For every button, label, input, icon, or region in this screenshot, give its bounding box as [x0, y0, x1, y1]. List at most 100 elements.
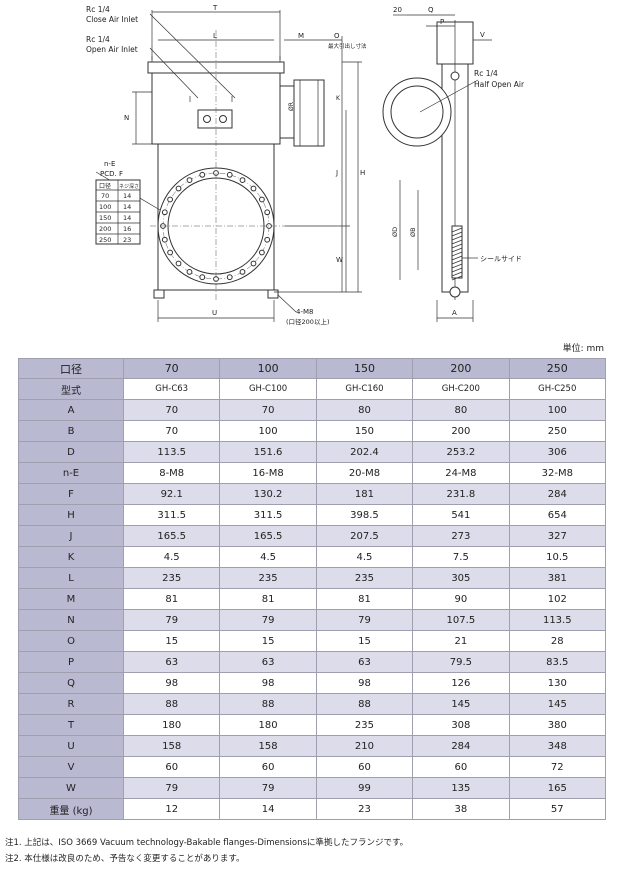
dim-H: H	[360, 169, 365, 177]
note-2: 注2. 本仕様は改良のため、予告なく変更することがあります。	[5, 854, 245, 864]
dim-V: V	[480, 31, 485, 39]
table-cell: 253.2	[412, 441, 510, 463]
inset-cell: 14	[123, 192, 131, 200]
header-bore-size: 250	[508, 358, 607, 379]
unit-label: 単位: mm	[562, 344, 604, 354]
inset-cell: 150	[99, 214, 111, 222]
half-open-air-label: Half Open Air	[474, 80, 525, 89]
dim-Q: Q	[428, 6, 434, 14]
close-air-port: Rc 1/4	[86, 5, 110, 14]
table-cell: 60	[315, 756, 414, 778]
table-cell: 308	[412, 714, 510, 736]
inset-header-depth: ネジ深さ	[119, 183, 139, 190]
table-cell: 151.6	[219, 441, 317, 463]
inset-cell: 14	[123, 214, 131, 222]
technical-drawing: T L M O 最大引出し寸法 N H J W K ØR U Rc 1/4 Cl…	[86, 4, 525, 326]
table-cell: 100	[508, 399, 607, 421]
table-cell: 398.5	[315, 504, 414, 526]
table-cell: 181	[315, 483, 414, 505]
base-foot-left	[153, 289, 165, 299]
header-bore-size: 70	[122, 358, 221, 379]
table-cell: GH-C100	[219, 378, 317, 400]
table-cell: 273	[412, 525, 510, 547]
table-cell: 79	[219, 777, 317, 799]
row-key: U	[18, 735, 124, 757]
note-1: 注1. 上記は、ISO 3669 Vacuum technology-Bakab…	[5, 838, 409, 848]
row-key: J	[18, 525, 124, 547]
header-bore-size: 200	[412, 358, 510, 379]
table-cell: 63	[315, 651, 414, 673]
table-cell: 235	[122, 567, 221, 589]
table-cell: 79	[219, 609, 317, 631]
bolt-note-label: (口径200以上)	[286, 317, 329, 326]
hatch-line	[451, 259, 463, 265]
dim-R: ØR	[288, 102, 295, 111]
table-cell: 150	[315, 420, 414, 442]
table-cell: 88	[315, 693, 414, 715]
fitting-2	[219, 115, 227, 123]
half-open-port: Rc 1/4	[474, 69, 498, 78]
hatch-line	[451, 235, 463, 241]
table-cell: 20-M8	[315, 462, 414, 484]
table-cell: 70	[122, 420, 221, 442]
cylinder-end-cap	[279, 85, 295, 139]
bolt-hole	[250, 260, 257, 267]
table-cell: 88	[122, 693, 221, 715]
inset-cell: 200	[99, 225, 111, 233]
air-fitting-block	[197, 109, 233, 129]
table-cell: 92.1	[122, 483, 221, 505]
open-air-inlet-label: Open Air Inlet	[86, 45, 138, 54]
table-cell: 80	[412, 399, 510, 421]
table-cell: 70	[219, 399, 317, 421]
table-cell: 102	[508, 588, 607, 610]
row-key: V	[18, 756, 124, 778]
dim-U: U	[212, 309, 217, 317]
inset-cell: 100	[99, 203, 111, 211]
dim-K: K	[336, 95, 341, 102]
header-bore-label: 口径	[18, 358, 124, 379]
table-cell: 113.5	[508, 609, 607, 631]
table-cell: 79	[122, 609, 221, 631]
table-cell: 60	[219, 756, 317, 778]
table-cell: 100	[219, 420, 317, 442]
pcd-label: PCD. F	[100, 170, 123, 178]
table-cell: 10.5	[508, 546, 607, 568]
open-air-port: Rc 1/4	[86, 35, 110, 44]
bolt-hole	[161, 236, 168, 243]
bolt-hole	[161, 209, 168, 216]
inset-cell: 14	[123, 203, 131, 211]
table-cell: 158	[122, 735, 221, 757]
table-cell: 24-M8	[412, 462, 510, 484]
fitting-1	[203, 115, 211, 123]
row-key: F	[18, 483, 124, 505]
table-cell: 180	[219, 714, 317, 736]
inset-cell: 70	[101, 192, 109, 200]
table-cell: 83.5	[508, 651, 607, 673]
table-cell: 235	[219, 567, 317, 589]
table-cell: 32-M8	[508, 462, 607, 484]
table-cell: GH-C63	[122, 378, 221, 400]
bolt-hole	[264, 209, 271, 216]
half-open-port-fitting	[450, 71, 460, 81]
row-key: M	[18, 588, 124, 610]
table-cell: 98	[219, 672, 317, 694]
row-key: Q	[18, 672, 124, 694]
bolt-hole	[226, 171, 233, 178]
hatch-line	[451, 231, 463, 237]
dim-J: J	[335, 169, 338, 177]
table-cell: 70	[122, 399, 221, 421]
table-cell: 63	[122, 651, 221, 673]
table-cell: 15	[219, 630, 317, 652]
